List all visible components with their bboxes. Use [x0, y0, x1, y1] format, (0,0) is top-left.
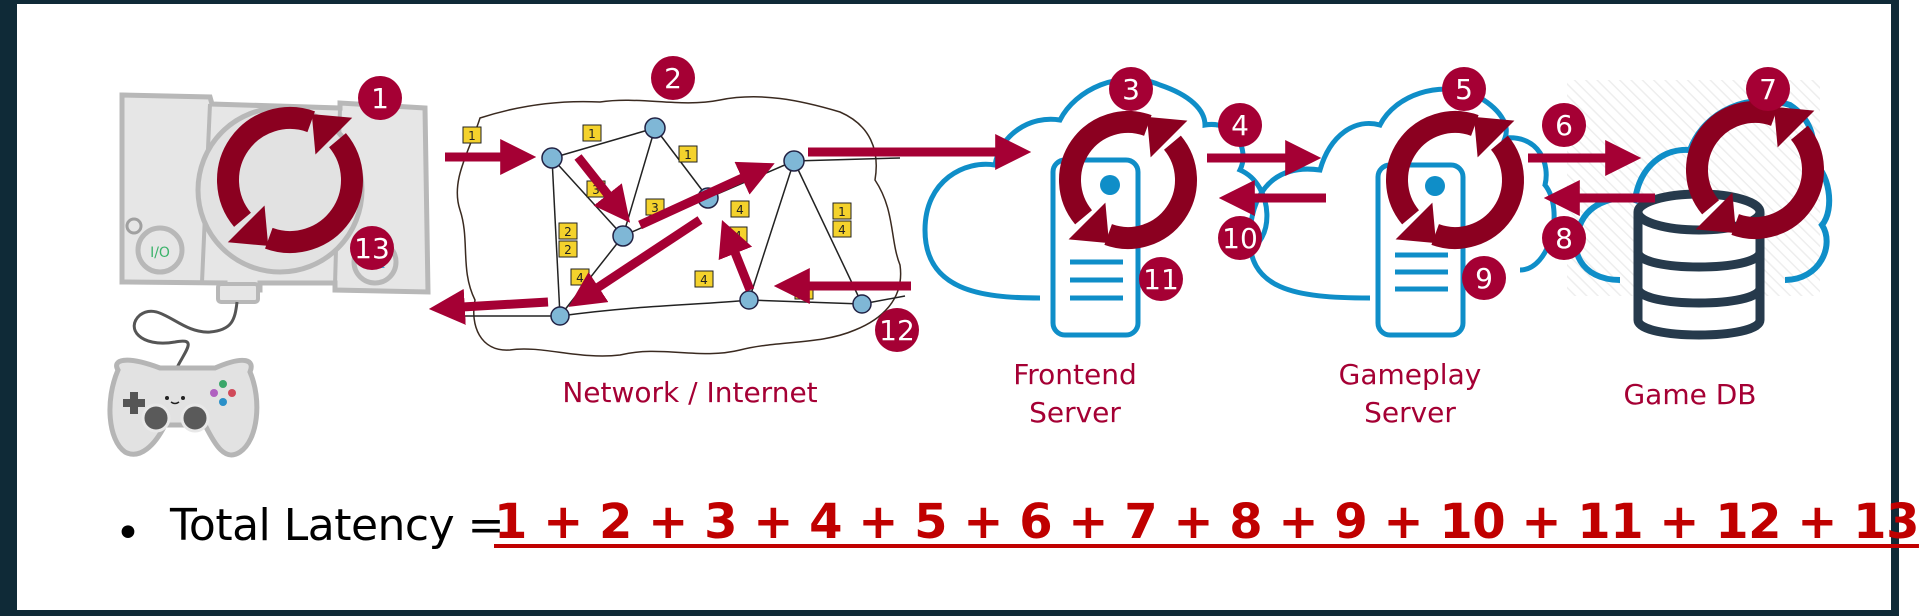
router-node [783, 150, 805, 172]
packet-label: 4 [832, 220, 852, 238]
packet-label: 1 [582, 124, 602, 142]
packet-label: 1 [832, 202, 852, 220]
arrow-network-hop [568, 216, 703, 307]
step-number: 3 [1122, 73, 1140, 106]
packet-label: 4 [730, 200, 750, 218]
router-node [550, 306, 570, 326]
step-number: 7 [1759, 73, 1777, 106]
frontend-label-line2: Server [1029, 396, 1121, 429]
svg-text:4: 4 [700, 273, 708, 287]
network-label: Network / Internet [562, 376, 818, 409]
svg-text:1: 1 [684, 148, 692, 162]
step-number: 6 [1555, 109, 1573, 142]
cycle-icon [1386, 111, 1524, 249]
arrow-network-hop [718, 219, 755, 292]
svg-text:1: 1 [838, 205, 846, 219]
latency-formula: 1 + 2 + 3 + 4 + 5 + 6 + 7 + 8 + 9 + 10 +… [494, 494, 1919, 550]
svg-text:1: 1 [588, 127, 596, 141]
arrow-network-hop [574, 154, 631, 223]
svg-text:I/O: I/O [150, 245, 170, 261]
packet-label: 1 [678, 145, 698, 163]
step-badge-10: 10 [1218, 216, 1262, 260]
cycle-icon [1686, 101, 1824, 239]
step-badge-4: 4 [1218, 103, 1262, 147]
svg-text:4: 4 [736, 203, 744, 217]
step-number: 1 [371, 82, 389, 115]
gamedb-label: Game DB [1623, 378, 1757, 411]
packet-label: 2 [558, 222, 578, 240]
svg-text:4: 4 [838, 223, 846, 237]
gamepad-icon [107, 301, 260, 458]
svg-text:4: 4 [576, 271, 584, 285]
step-badge-5: 5 [1442, 67, 1486, 111]
step-badge-2: 2 [651, 56, 695, 100]
cloud-frontend [922, 76, 1270, 338]
step-badge-11: 11 [1139, 257, 1183, 301]
total-latency-label: Total Latency = [170, 500, 505, 551]
cycle-icon [217, 107, 363, 253]
svg-text:2: 2 [564, 225, 572, 239]
step-number: 11 [1143, 263, 1179, 296]
bullet-point: • [115, 508, 141, 559]
step-badge-12: 12 [875, 308, 919, 352]
step-number: 8 [1555, 222, 1573, 255]
svg-text:4: 4 [734, 229, 742, 243]
step-badge-7: 7 [1746, 67, 1790, 111]
svg-text:3: 3 [651, 201, 659, 215]
step-badge-13: 13 [350, 226, 394, 270]
router-node [644, 117, 666, 139]
step-badge-3: 3 [1109, 67, 1153, 111]
frontend-label-line1: Frontend [1013, 358, 1137, 391]
gameplay-label: Gameplay Server [1320, 356, 1500, 432]
step-number: 2 [664, 62, 682, 95]
step-badge-6: 6 [1542, 103, 1586, 147]
step-number: 12 [879, 314, 915, 347]
step-number: 4 [1231, 109, 1249, 142]
gameplay-label-line1: Gameplay [1338, 358, 1482, 391]
step-badge-8: 8 [1542, 216, 1586, 260]
step-number: 13 [354, 232, 390, 265]
cycle-icon [1059, 111, 1197, 249]
router-node [541, 147, 563, 169]
packet-label: 2 [558, 240, 578, 258]
gameplay-label-line2: Server [1364, 396, 1456, 429]
packet-label: 4 [694, 270, 714, 288]
router-node [739, 290, 759, 310]
svg-text:2: 2 [564, 243, 572, 257]
step-number: 5 [1455, 73, 1473, 106]
svg-text:1: 1 [468, 129, 476, 143]
router-node [612, 225, 634, 247]
step-badge-1: 1 [358, 76, 402, 120]
step-badge-9: 9 [1462, 256, 1506, 300]
flow-arrows [428, 134, 1655, 325]
step-number: 9 [1475, 262, 1493, 295]
step-number: 10 [1222, 222, 1258, 255]
arrow-network-hop [638, 161, 775, 230]
arrow-network-to-console [428, 288, 549, 325]
frontend-label: Frontend Server [990, 356, 1160, 432]
router-node [852, 294, 872, 314]
packet-label: 1 [462, 126, 482, 144]
packet-label: 4 [570, 268, 590, 286]
